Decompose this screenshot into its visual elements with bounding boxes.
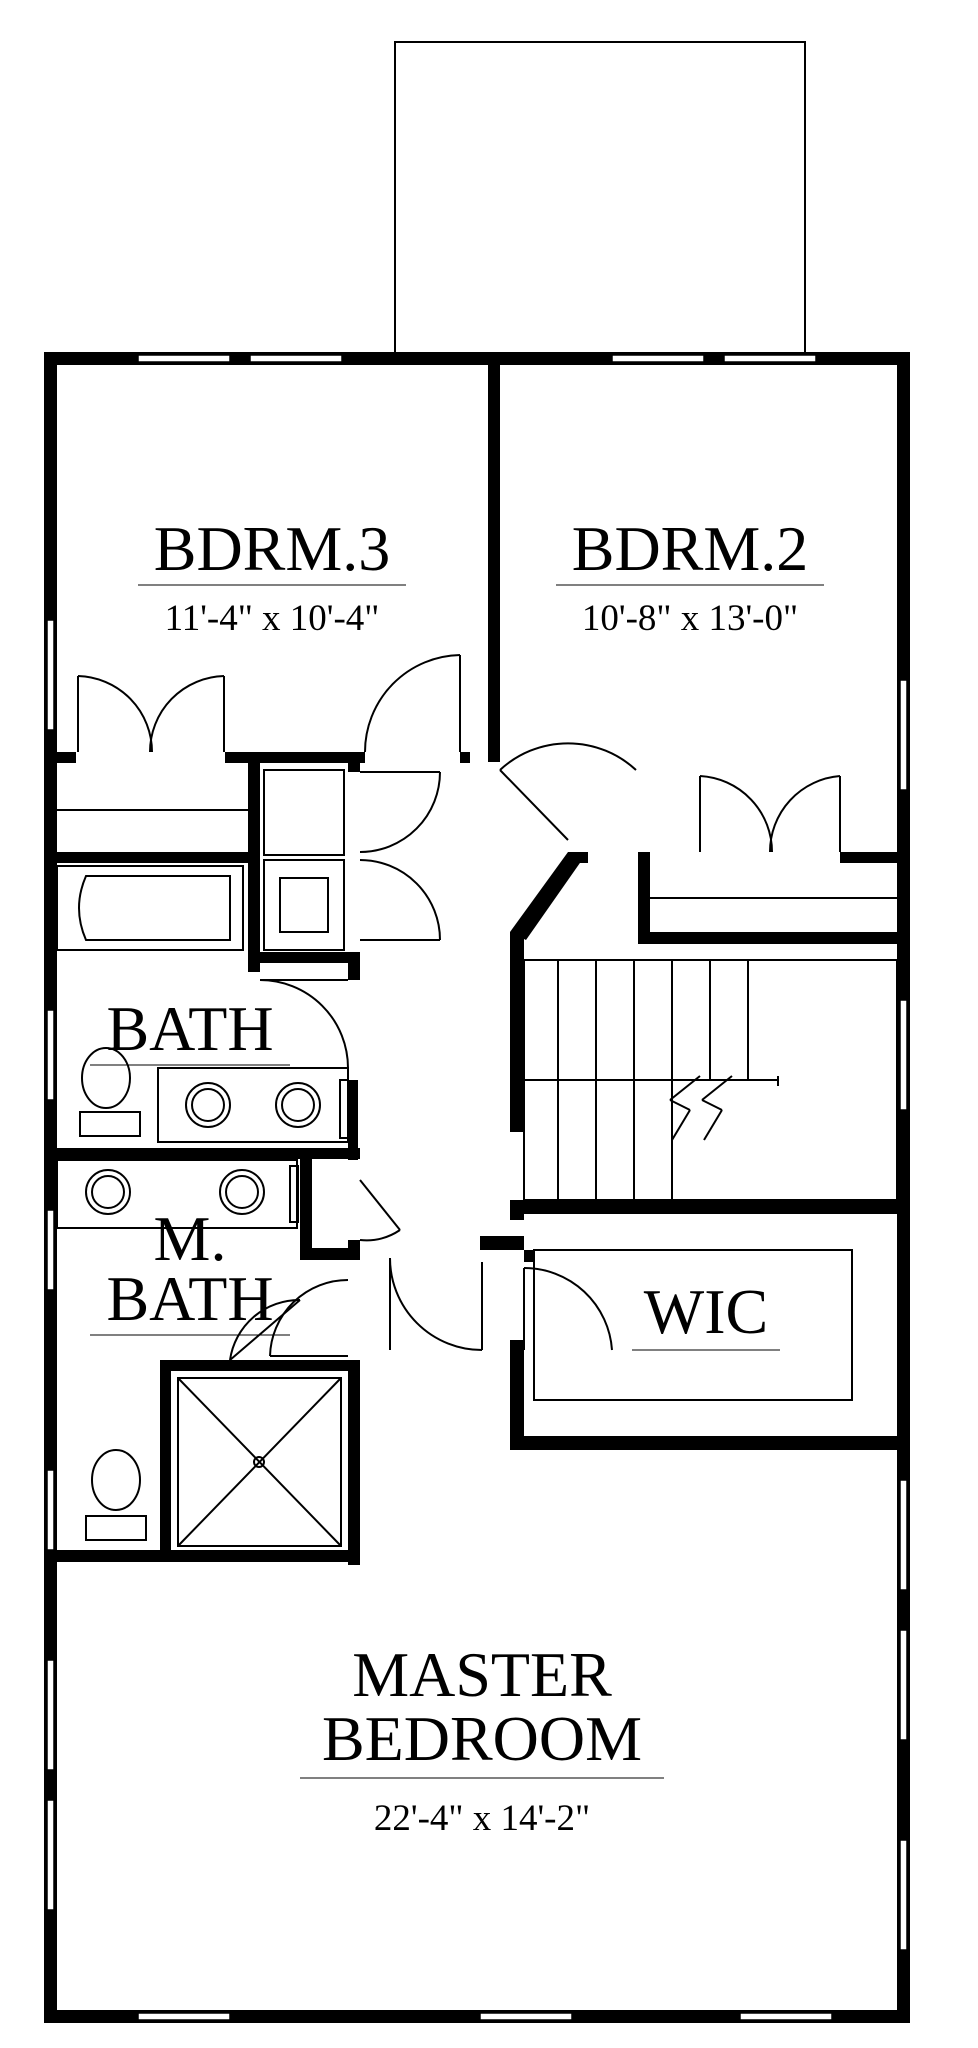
door-swings (77, 654, 841, 1361)
master-bath-name-line1: M. (154, 1203, 227, 1274)
bdrm3-name: BDRM.3 (154, 513, 391, 584)
bdrm3-dims: 11'-4" x 10'-4" (165, 598, 380, 639)
staircase (523, 959, 898, 1201)
windows (46, 354, 908, 2021)
master-bath-name-line2: BATH (106, 1263, 273, 1334)
master-bedroom-name-line2: BEDROOM (322, 1703, 642, 1774)
closet-shelves (57, 809, 897, 1401)
porch-outline (394, 41, 806, 358)
bath-name: BATH (106, 993, 273, 1064)
toilet (91, 1449, 141, 1511)
master-bedroom-name-line1: MASTER (352, 1639, 612, 1710)
sink (85, 1169, 131, 1215)
sink (275, 1082, 321, 1128)
room-labels: BDRM.3 11'-4" x 10'-4" BDRM.2 10'-8" x 1… (90, 513, 824, 1839)
shower (177, 1377, 342, 1547)
sink (185, 1082, 231, 1128)
bath-fixtures (56, 769, 349, 1547)
bdrm2-name: BDRM.2 (572, 513, 809, 584)
wic-name: WIC (644, 1276, 768, 1347)
master-bedroom-dims: 22'-4" x 14'-2" (374, 1798, 590, 1839)
bathtub (56, 865, 244, 951)
toilet (81, 1047, 131, 1109)
bdrm2-dims: 10'-8" x 13'-0" (582, 598, 798, 639)
sink (219, 1169, 265, 1215)
interior-walls (44, 352, 910, 1565)
